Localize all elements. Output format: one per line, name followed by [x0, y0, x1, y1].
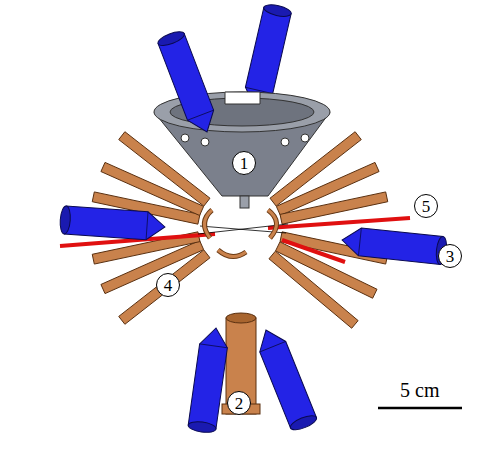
blue-cylinder [253, 325, 318, 433]
blue-cylinder [188, 326, 230, 434]
cone-holder [154, 92, 330, 208]
callout-number: 2 [227, 391, 251, 415]
callout-number: 3 [438, 244, 462, 268]
blue-cylinder [156, 29, 220, 137]
electrode-bar [269, 251, 358, 328]
callout-number: 4 [156, 273, 180, 297]
callout-number: 5 [414, 194, 438, 218]
scale-bar [378, 407, 462, 410]
red-rod [282, 240, 345, 262]
blue-cylinder [59, 206, 166, 241]
brown-tube [222, 313, 260, 414]
callout-number: 1 [232, 151, 256, 175]
scale-label: 5 cm [398, 380, 441, 400]
blue-cylinder [341, 226, 448, 265]
red-rod [268, 218, 410, 228]
